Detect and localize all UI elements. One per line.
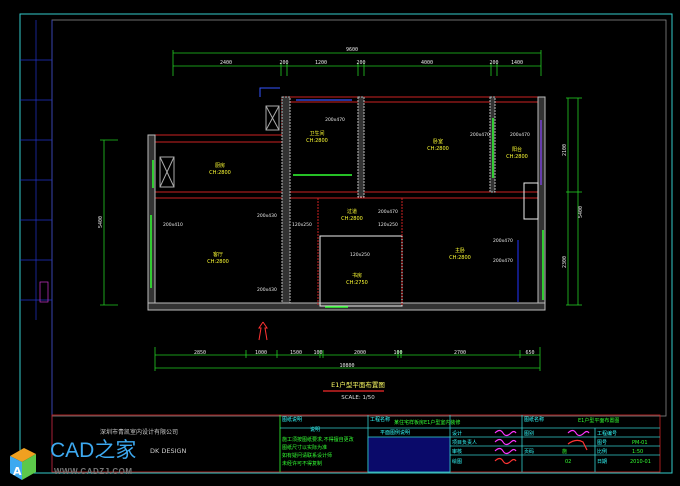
room-height: CH:2800 [449,255,471,261]
room-height: CH:2800 [506,154,528,160]
dim-label: 2400 [220,60,232,66]
room-name: 阳台 [512,146,522,153]
outer-frame [19,13,673,474]
room-height: CH:2800 [306,138,328,144]
dim-bottom-total: 10800 [339,363,354,369]
dim-right: 5400 [578,206,584,218]
dim-label: 2850 [194,350,206,356]
room-name: 厨房 [215,162,225,169]
field-label: 比例 [597,448,607,455]
notes-line: 如有疑问请联系设计师 [282,452,332,459]
opening-tag: 200x410 [163,222,183,228]
role-label: 设计 [452,430,462,437]
project-label: 工程名称 [370,416,390,423]
notes-header: 图纸说明 [282,416,302,423]
field-value: PM-01 [632,440,648,446]
room-height: CH:2750 [346,280,368,286]
notes-line: 施工须按图纸要求,不得擅自更改 [282,436,354,443]
room-name: 过道 [347,208,357,215]
room-name: 卫生间 [309,130,324,137]
dim-top-total: 9600 [346,47,358,53]
dim-label: 100 [393,350,402,356]
notes-title: 说明 [310,426,320,433]
top-dimensions [172,50,542,76]
floor-plan [147,87,546,341]
drawing-name-label: 图纸名称 [524,416,544,423]
dim-right: 2100 [562,144,568,156]
dim-label: 650 [525,350,534,356]
opening-tag: 200x470 [493,258,513,264]
field-value: 2010-01 [630,459,651,465]
dim-label: 200 [356,60,365,66]
dim-label: 1000 [255,350,267,356]
notes-line: 图纸尺寸以实际为准 [282,444,327,451]
role-label: 项目负责人 [452,439,477,446]
page-label: 页码 [524,448,534,455]
role-label: 绘图 [452,458,462,465]
left-strip [20,20,53,472]
drawing-name: E1户型平面布置图 [578,417,619,424]
svg-text:A: A [13,465,22,478]
sheet-label: 图别 [524,430,534,437]
opening-tag: 200x470 [493,238,513,244]
side-dimensions [100,97,582,306]
dim-label: 1400 [511,60,523,66]
opening-tag: 200x470 [510,132,530,138]
dim-label: 2000 [354,350,366,356]
watermark-text: CAD之家 [50,439,137,462]
field-label: 图号 [597,440,607,446]
field-value: 1:50 [632,449,643,455]
role-label: 审核 [452,448,462,455]
opening-tag: 200x470 [378,209,398,215]
legend-title: 平面图例说明 [380,429,410,436]
drawing-scale: SCALE: 1/50 [341,395,375,401]
dim-label: 2700 [454,350,466,356]
notes-line: 未经许可不得复制 [282,460,322,467]
dim-label: 200 [489,60,498,66]
opening-tag: 200x430 [257,287,277,293]
signatures [494,429,590,465]
field-label: 日期 [597,459,607,465]
bottom-dimensions [154,347,541,371]
project-name: 某住宅样板房E1户型室内装修 [394,419,460,426]
dim-label: 1500 [290,350,302,356]
field-label: 工程编号 [597,430,617,437]
room-name: 卧室 [433,138,443,145]
room-height: CH:2800 [427,146,449,152]
page-value: 02 [565,459,571,465]
dim-label: 1200 [315,60,327,66]
room-name: 书房 [352,272,362,279]
room-height: CH:2800 [209,170,231,176]
opening-tag: 120x250 [292,222,312,228]
drawing-title: E1户型平面布置图 [331,380,385,389]
room-height: CH:2800 [341,216,363,222]
watermark: A CAD之家 WWW.CADZJ.COM [6,440,136,486]
room-name: 主卧 [455,247,465,254]
company-name: 深圳市青凯室内设计有限公司 [100,428,178,436]
dim-label: 100 [313,350,322,356]
title-block [51,414,661,473]
opening-tag: 200x470 [470,132,490,138]
sheet-value: 施 [562,448,567,455]
opening-tag: 120x250 [350,252,370,258]
dim-label: 4000 [421,60,433,66]
dim-right: 2300 [562,256,568,268]
room-height: CH:2800 [207,259,229,265]
opening-tag: 200x430 [257,213,277,219]
room-name: 客厅 [213,251,223,258]
dim-label: 200 [279,60,288,66]
watermark-url: WWW.CADZJ.COM [54,467,133,476]
opening-tag: 200x470 [325,117,345,123]
dim-left: 5400 [98,216,104,228]
cad-cube-logo-icon: A [10,448,36,480]
opening-tag: 120x250 [378,222,398,228]
company-brand: DK DESIGN [150,447,187,455]
